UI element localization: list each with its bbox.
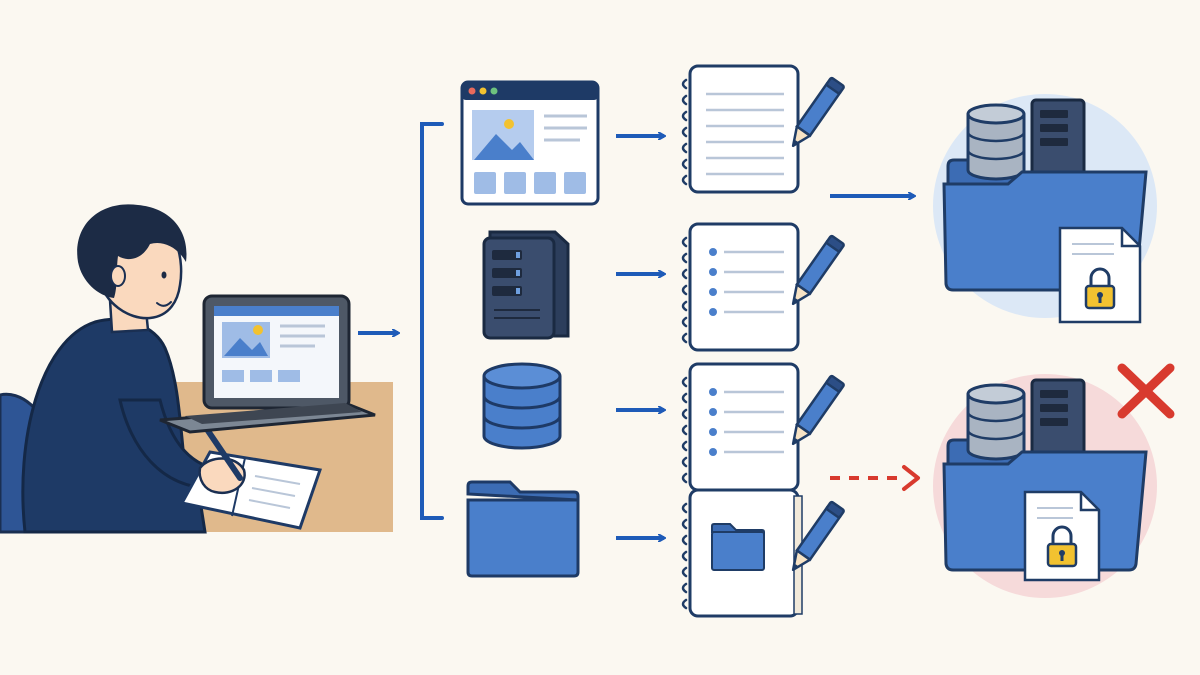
notebook-folder-icon [681, 488, 845, 618]
person-at-laptop-icon [0, 204, 393, 534]
secure-folder-icon [933, 94, 1157, 324]
pencil-icon [791, 234, 845, 306]
database-icon [966, 383, 1026, 461]
locked-document-icon [1058, 226, 1142, 324]
locked-document-icon [1023, 490, 1101, 582]
notebook-lines-icon [681, 64, 845, 194]
rejected-folder-icon [933, 374, 1157, 598]
pencil-icon [791, 76, 845, 148]
red-x-icon [1117, 363, 1175, 419]
notes-column [681, 64, 845, 618]
web-page-icon [460, 80, 600, 206]
server-tower-icon [482, 230, 570, 340]
source-to-note-arrows [616, 136, 664, 538]
hair [77, 204, 187, 298]
pencil-icon [791, 500, 845, 572]
sources-bracket [420, 122, 444, 520]
server-tower-icon [1030, 98, 1086, 186]
database-icon [966, 103, 1026, 181]
database-icon [482, 362, 562, 450]
folder-icon [466, 480, 580, 578]
notebook-bullets-icon [681, 362, 845, 492]
padlock-icon [1046, 525, 1078, 568]
padlock-icon [1084, 267, 1116, 310]
dashed-arrow-head [902, 465, 920, 491]
pencil-icon [791, 374, 845, 446]
laptop-icon [159, 294, 376, 434]
notebook-bullets-icon [681, 222, 845, 352]
